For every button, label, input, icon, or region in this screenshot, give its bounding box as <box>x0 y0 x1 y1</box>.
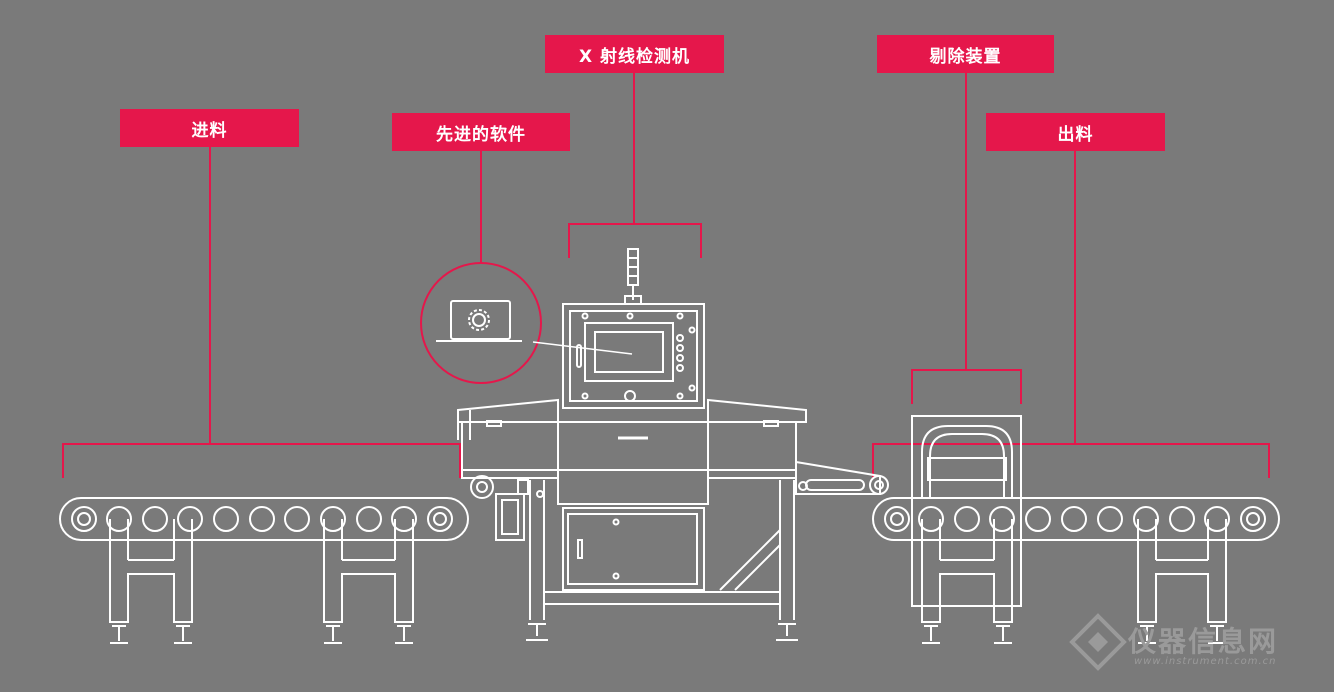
label-infeed: 进料 <box>120 109 299 147</box>
label-software: 先进的软件 <box>392 113 570 151</box>
watermark-url: www.instrument.com.cn <box>1134 656 1277 667</box>
label-reject-device: 剔除装置 <box>877 35 1054 73</box>
leader-lines <box>62 73 1270 478</box>
watermark-name: 仪器信息网 <box>1128 625 1279 658</box>
infeed-rollers <box>71 506 453 532</box>
instrument-logo-icon <box>1069 613 1127 671</box>
outfeed-conveyor <box>872 497 1280 644</box>
infeed-conveyor <box>59 497 469 644</box>
outfeed-rollers <box>884 506 1266 532</box>
label-outfeed: 出料 <box>986 113 1165 151</box>
label-xray-machine: X 射线检测机 <box>545 35 724 73</box>
reject-device <box>911 415 1022 607</box>
xray-machine <box>457 248 889 641</box>
laptop-gear-icon <box>436 300 633 355</box>
